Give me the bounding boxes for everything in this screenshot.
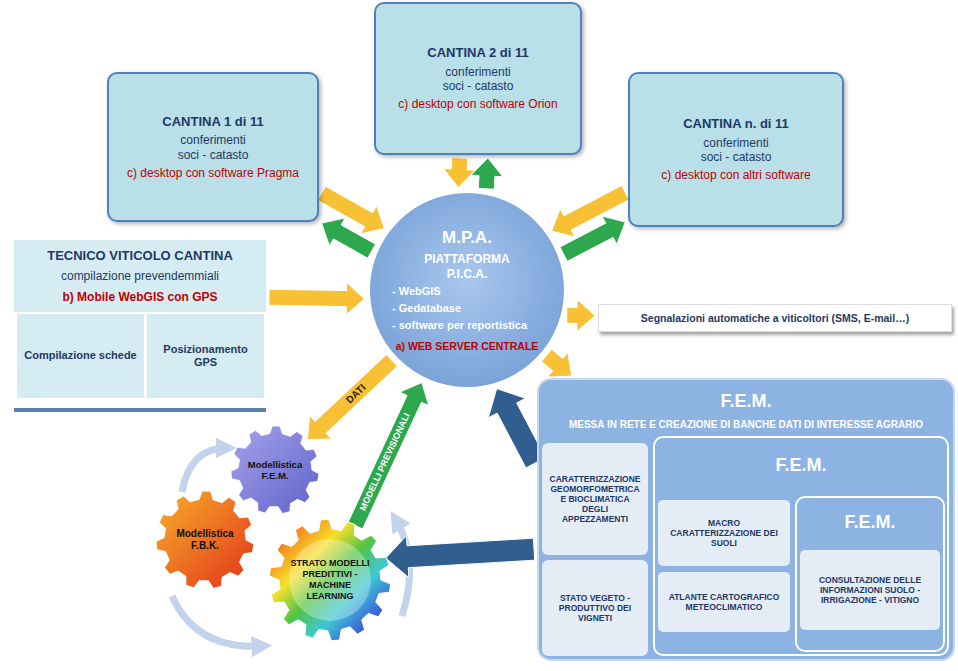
node-text: - Gedatabase (392, 302, 542, 315)
block-arrow (348, 383, 429, 529)
text-group: STRATO MODELLI PREDITTIVI - MACHINE LEAR… (268, 518, 392, 642)
text-group: CANTINA 1 di 11 conferimenti soci - catas… (109, 74, 317, 220)
data-box: CARATTERIZZAZIONE GEOMORFOMETRICA E BIOC… (542, 443, 648, 555)
data-box: CONSULTAZIONE DELLE INFORMAZIONI SUOLO -… (800, 550, 940, 630)
node-text: conferimenti soci - catasto (168, 133, 258, 162)
data-box: ATLANTE CARTOGRAFICO METEOCLIMATICO (658, 572, 790, 632)
node-text: CONSULTAZIONE DELLE INFORMAZIONI SUOLO -… (808, 575, 932, 606)
model-gear: Modellistica F.E.M. (230, 425, 320, 515)
form-box: Compilazione schede (17, 314, 144, 398)
block-arrow (443, 158, 475, 188)
cantina-box: CANTINA n. di 11 conferimenti soci - cata… (628, 72, 844, 227)
technician-panel: TECNICO VITICOLO CANTINA compilazione pre… (14, 240, 266, 412)
node-text: PIATTAFORMA P.I.C.A. (415, 252, 519, 281)
node-text: Segnalazioni automatiche a viticoltori (… (641, 312, 909, 325)
text-group: Segnalazioni automatiche a viticoltori (… (599, 305, 951, 331)
text-group: M.P.A. PIATTAFORMA P.I.C.A. - WebGIS - Geda… (367, 190, 567, 390)
text-group: F.E.M. (655, 438, 947, 494)
model-gear: Modellistica F.B.K. (155, 490, 255, 590)
data-box: STATO VEGETO - PRODUTTIVO DEI VIGNETI (542, 560, 648, 656)
block-arrow (471, 158, 503, 189)
block-arrow (322, 218, 376, 258)
edge-label: MODELLI PREVISIONALI (357, 410, 413, 515)
text-group: CARATTERIZZAZIONE GEOMORFOMETRICA E BIOC… (545, 443, 645, 555)
node-text: ATLANTE CARTOGRAFICO METEOCLIMATICO (666, 592, 782, 612)
text-group: Posizionamento GPS (147, 314, 264, 398)
node-text: F.E.M. (844, 512, 895, 534)
node-text: CARATTERIZZAZIONE GEOMORFOMETRICA E BIOC… (550, 474, 641, 525)
node-text: STRATO MODELLI PREDITTIVI - MACHINE LEAR… (287, 558, 373, 601)
block-arrow (567, 299, 595, 331)
node-title: F.E.M. (720, 391, 771, 413)
gps-box: Posizionamento GPS (147, 314, 264, 398)
text-group: F.E.M. MESSA IN RETE E CREAZIONE DI BANCH… (539, 380, 953, 442)
text-group: Compilazione schede (17, 314, 144, 398)
node-text: Modellistica F.E.M. (244, 459, 306, 482)
text-group: F.E.M. (797, 498, 943, 548)
text-group: MACRO CARATTERIZZAZIONE DEI SUOLI (661, 500, 787, 566)
node-text: b) Mobile WebGIS con GPS (62, 290, 217, 304)
data-box: MACRO CARATTERIZZAZIONE DEI SUOLI (658, 500, 790, 566)
node-text: c) desktop con software Orion (398, 97, 557, 111)
text-group: ATLANTE CARTOGRAFICO METEOCLIMATICO (661, 572, 787, 632)
fem-panel: F.E.M. MACRO CARATTERIZZAZIONE DEI SUOLI A… (653, 436, 949, 656)
cycle-arc (182, 448, 226, 492)
node-text: compilazione prevendemmiali (61, 269, 219, 283)
text-group: Modellistica F.B.K. (155, 490, 255, 590)
text-group: TECNICO VITICOLO CANTINA compilazione pre… (14, 240, 266, 312)
cycle-arc (172, 596, 262, 646)
text-group: STATO VEGETO - PRODUTTIVO DEI VIGNETI (545, 560, 645, 656)
node-text: c) desktop con altri software (661, 168, 810, 182)
fem-panel: F.E.M. MESSA IN RETE E CREAZIONE DI BANCH… (537, 378, 955, 661)
node-text: Compilazione schede (24, 349, 136, 362)
node-text: MESSA IN RETE E CREAZIONE DI BANCHE DATI… (569, 419, 923, 431)
cantina-box: CANTINA 2 di 11 conferimenti soci - catas… (374, 2, 582, 155)
block-arrow (269, 283, 365, 315)
block-arrow (542, 349, 572, 377)
node-text: conferimenti soci - catasto (691, 136, 781, 165)
block-arrow (560, 216, 625, 261)
node-text: conferimenti soci - catasto (433, 65, 523, 94)
node-text: Posizionamento GPS (152, 343, 259, 369)
text-group: CANTINA 2 di 11 conferimenti soci - catas… (376, 4, 580, 153)
node-text: - WebGIS (392, 285, 542, 298)
model-gear: STRATO MODELLI PREDITTIVI - MACHINE LEAR… (268, 518, 392, 642)
text-group: CONSULTAZIONE DELLE INFORMAZIONI SUOLO -… (803, 550, 937, 630)
block-arrow (307, 355, 397, 440)
node-text: Modellistica F.B.K. (171, 528, 239, 552)
node-text: a) WEB SERVER CENTRALE (396, 340, 539, 353)
platform-circle: M.P.A. PIATTAFORMA P.I.C.A. - WebGIS - Geda… (367, 190, 567, 390)
node-title: M.P.A. (442, 228, 492, 248)
node-text: F.E.M. (775, 455, 826, 477)
node-text: MACRO CARATTERIZZAZIONE DEI SUOLI (666, 518, 782, 549)
text-group: CANTINA n. di 11 conferimenti soci - cata… (630, 74, 842, 225)
alert-box: Segnalazioni automatiche a viticoltori (… (598, 304, 952, 332)
node-title: TECNICO VITICOLO CANTINA (47, 248, 233, 264)
node-text: c) desktop con software Pragma (127, 166, 299, 180)
node-text: STATO VEGETO - PRODUTTIVO DEI VIGNETI (550, 593, 640, 624)
text-group: Modellistica F.E.M. (230, 425, 320, 515)
fem-panel: F.E.M. CONSULTAZIONE DELLE INFORMAZIONI S… (795, 496, 945, 652)
node-title: CANTINA n. di 11 (683, 116, 789, 132)
cantina-box: CANTINA 1 di 11 conferimenti soci - catas… (107, 72, 319, 222)
node-text: - software per reportistica (392, 319, 542, 332)
node-title: CANTINA 2 di 11 (427, 45, 528, 61)
block-arrow (386, 536, 535, 578)
node-title: CANTINA 1 di 11 (162, 114, 263, 130)
edge-label: DATI (342, 380, 370, 407)
